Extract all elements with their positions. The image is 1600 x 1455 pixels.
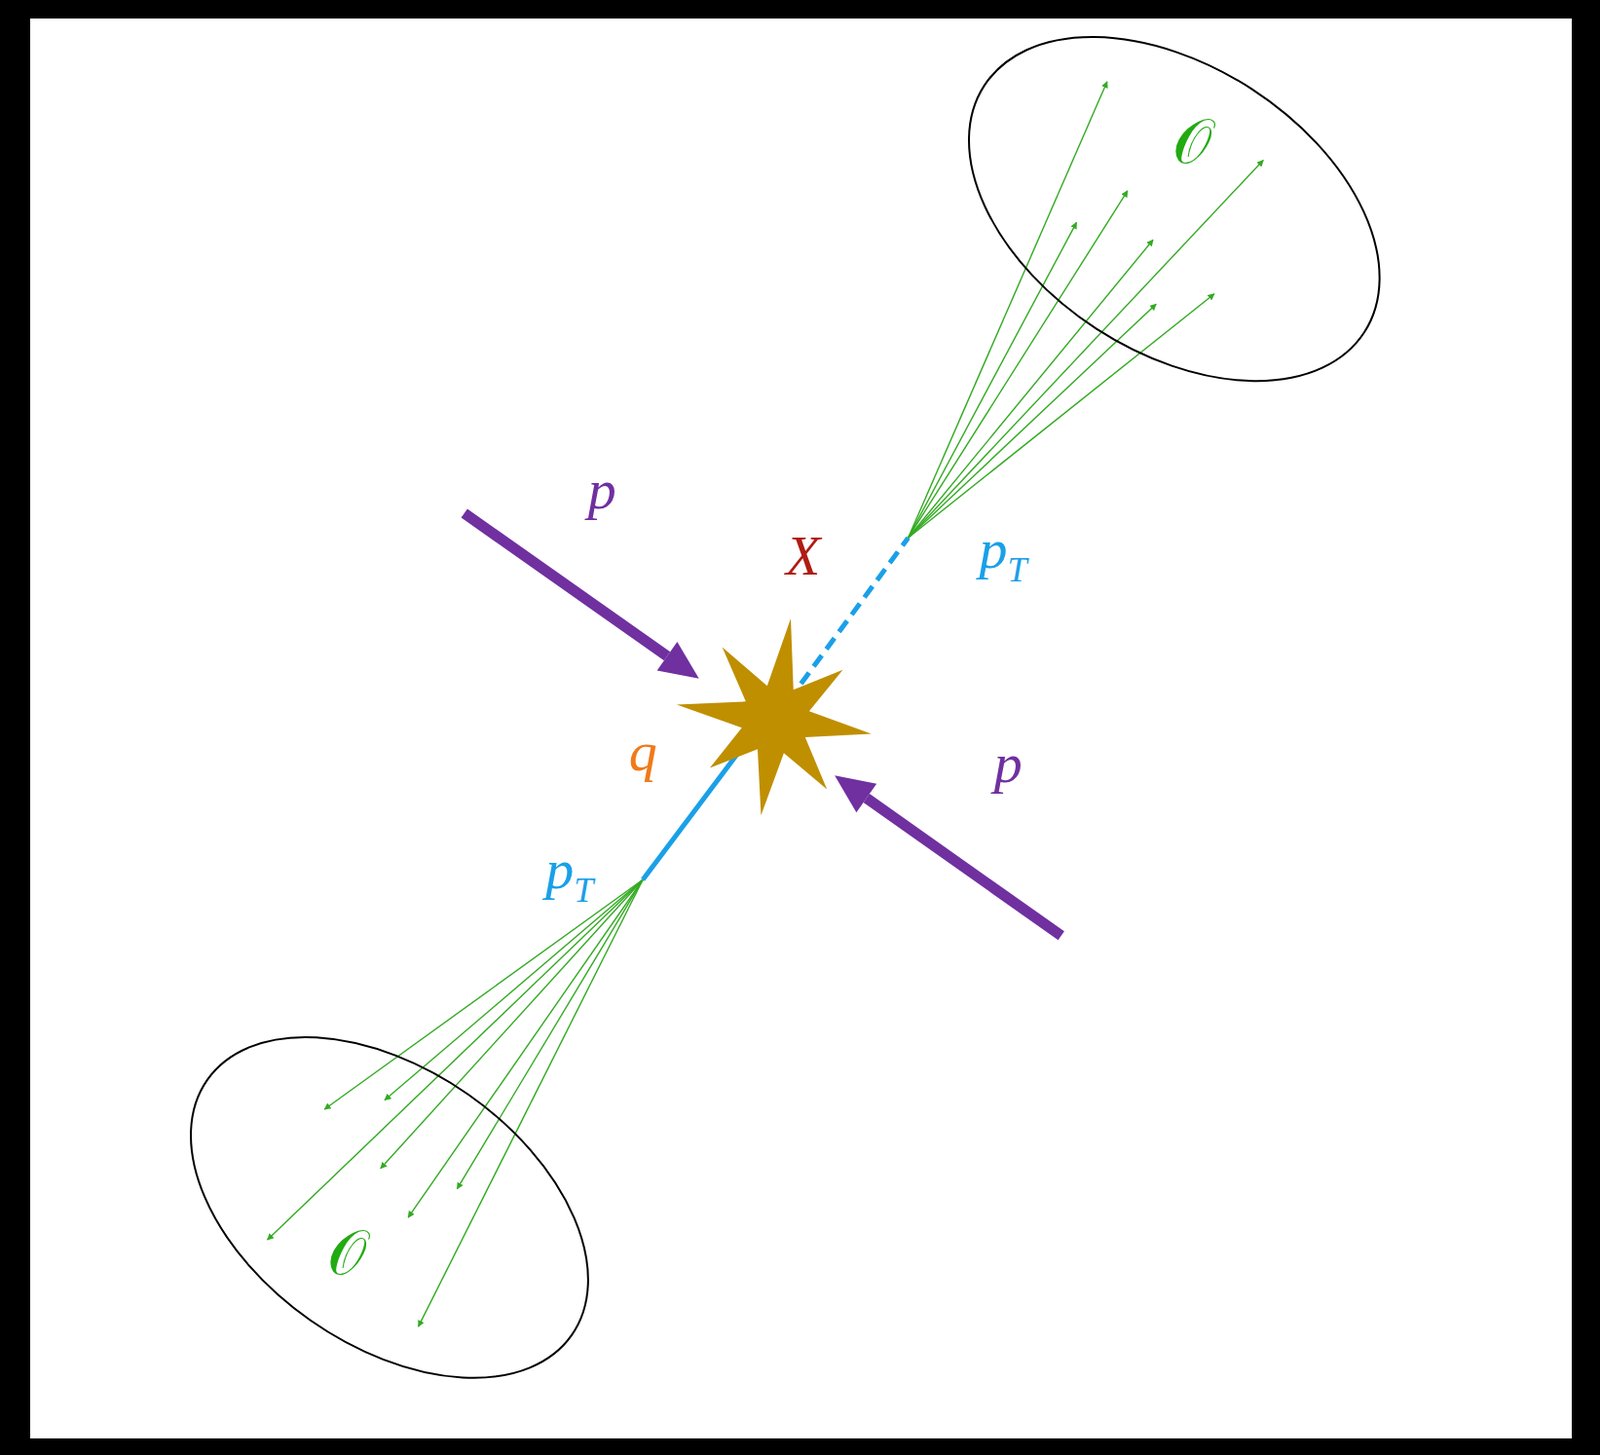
particle-track — [267, 879, 644, 1240]
particle-track — [380, 879, 643, 1169]
particle-track — [908, 81, 1108, 538]
particle-label: p — [588, 461, 617, 519]
particle-track — [908, 222, 1078, 538]
particle-label: X — [785, 527, 820, 585]
proton-beam — [464, 513, 668, 657]
quark-line — [642, 747, 743, 880]
observable-symbol: 𝒪 — [327, 1221, 367, 1284]
ellipse-outline-svg — [965, 33, 1384, 385]
observable-symbol: 𝒪 — [1172, 110, 1212, 173]
transverse-momentum-label: pT — [545, 841, 594, 908]
particle-label: p — [994, 735, 1023, 792]
observable-region: 𝒪 — [186, 1033, 593, 1382]
ellipse-outline-svg — [186, 1033, 593, 1382]
particle-label: q — [629, 723, 658, 781]
particle-track — [908, 239, 1154, 538]
particle-track — [908, 303, 1157, 538]
particle-track — [408, 879, 643, 1218]
beam-arrowhead — [834, 775, 877, 813]
particle-track — [908, 294, 1215, 538]
ellipse-outline — [128, 967, 652, 1449]
ellipse-outline — [906, 0, 1443, 453]
proton-beam — [866, 797, 1062, 935]
particle-track — [456, 879, 643, 1189]
particle-track — [908, 190, 1128, 538]
particle-track — [908, 160, 1265, 539]
transverse-momentum-label: pT — [979, 520, 1028, 588]
beam-arrowhead — [657, 641, 700, 679]
observable-region: 𝒪 — [965, 33, 1384, 385]
particle-track — [324, 879, 643, 1110]
particle-track — [418, 879, 644, 1327]
